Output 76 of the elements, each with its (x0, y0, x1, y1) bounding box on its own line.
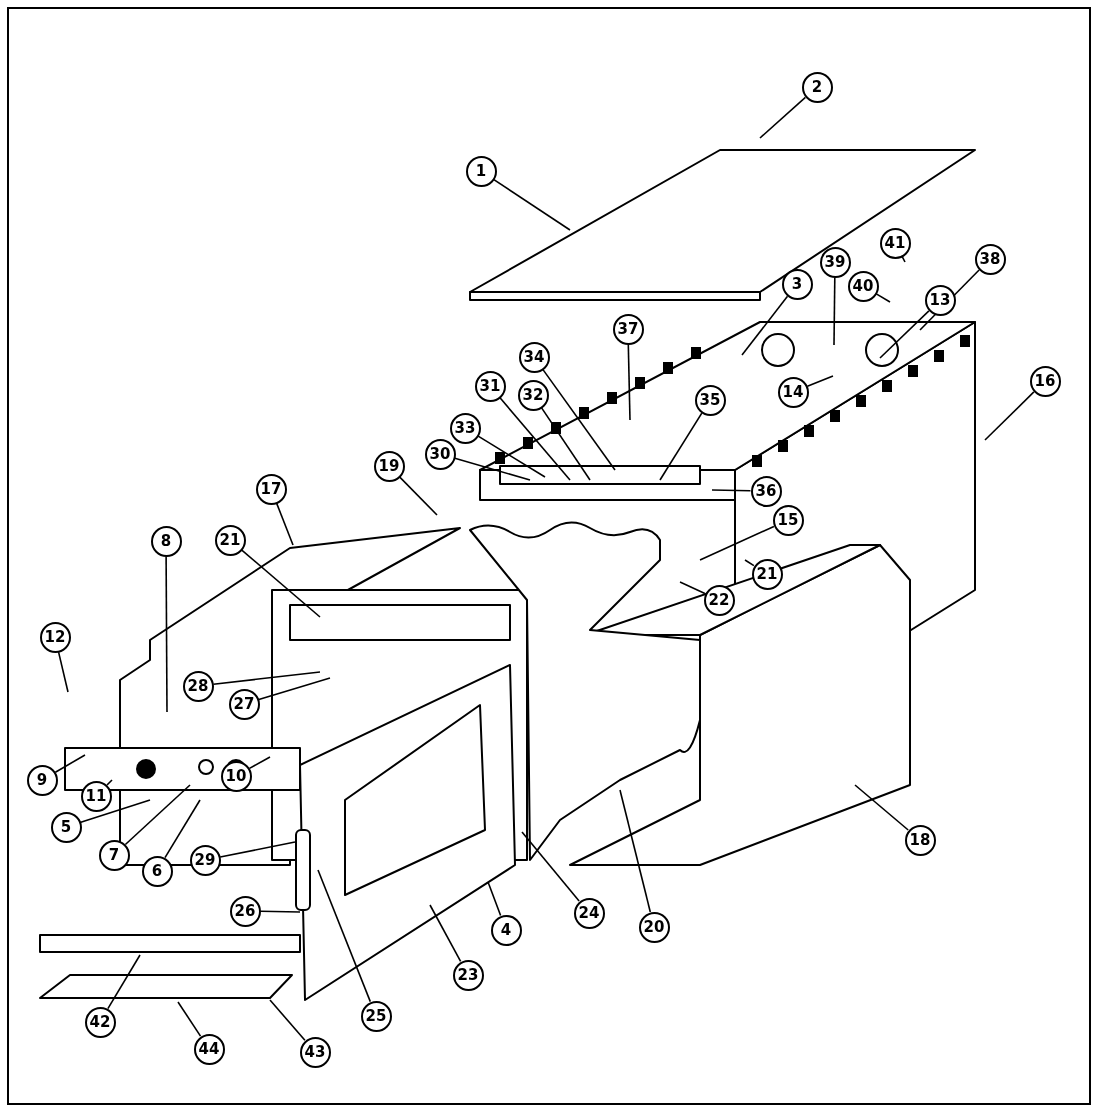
leader-line (759, 96, 807, 139)
leader-line (219, 841, 296, 858)
leader-line (429, 904, 462, 963)
callout-number: 2 (801, 71, 833, 103)
callout-number: 24 (573, 897, 605, 929)
leader-line (80, 799, 151, 824)
callout-number: 38 (974, 243, 1006, 275)
leader-line (57, 651, 69, 693)
leader-line (679, 581, 706, 595)
callout-number: 12 (39, 621, 71, 653)
leader-line (540, 407, 591, 481)
callout-number: 37 (612, 313, 644, 345)
leader-line (124, 784, 191, 846)
callout-number: 17 (255, 473, 287, 505)
callout-number: 18 (904, 824, 936, 856)
callout-number: 8 (150, 525, 182, 557)
leader-line (542, 368, 616, 471)
callout-number: 32 (517, 379, 549, 411)
callout-number: 9 (26, 764, 58, 796)
leader-line (879, 310, 930, 359)
callout-number: 16 (1029, 365, 1061, 397)
leader-line (487, 881, 502, 917)
callout-number: 41 (879, 227, 911, 259)
callout-number: 30 (424, 438, 456, 470)
leader-line (854, 784, 909, 831)
leader-line (659, 412, 703, 481)
leader-line (499, 397, 571, 481)
callout-number: 34 (518, 341, 550, 373)
callout-number: 7 (98, 839, 130, 871)
leader-line (477, 435, 546, 478)
leader-line (212, 671, 321, 685)
leader-line (248, 756, 271, 770)
callout-number: 21 (214, 524, 246, 556)
leader-line (833, 276, 836, 346)
leader-line (399, 476, 438, 516)
leader-line (164, 799, 201, 859)
leader-line (317, 869, 372, 1003)
callout-number: 3 (781, 268, 813, 300)
leader-line (259, 910, 301, 913)
leader-line (177, 1001, 202, 1037)
leader-line (275, 502, 294, 546)
leader-line (521, 831, 580, 902)
callout-number: 19 (373, 450, 405, 482)
leader-line (627, 343, 631, 421)
leader-line (806, 375, 834, 387)
callout-number: 40 (847, 270, 879, 302)
leader-line (241, 549, 321, 618)
callout-number: 25 (360, 1000, 392, 1032)
leader-line (454, 457, 531, 481)
callout-number: 20 (638, 911, 670, 943)
leader-line (741, 295, 789, 356)
callout-number: 42 (84, 1006, 116, 1038)
leader-line (699, 525, 775, 561)
leader-line (106, 779, 113, 786)
callout-number: 23 (452, 959, 484, 991)
callout-number: 26 (229, 895, 261, 927)
leader-line (875, 293, 891, 303)
leader-line (493, 178, 571, 231)
callout-number: 4 (490, 914, 522, 946)
leader-line (744, 559, 755, 567)
leader-line (54, 754, 86, 773)
leader-line (984, 391, 1035, 441)
callout-number: 1 (465, 155, 497, 187)
callout-number: 43 (299, 1036, 331, 1068)
callout-number: 44 (193, 1033, 225, 1065)
callout-number: 5 (50, 811, 82, 843)
leader-line (711, 489, 752, 492)
leader-line (619, 789, 652, 913)
leader-line (269, 999, 306, 1042)
callout-number: 33 (449, 412, 481, 444)
leader-line (107, 954, 141, 1010)
leader-line (258, 677, 331, 701)
callout-number: 31 (474, 370, 506, 402)
callout-number: 13 (924, 284, 956, 316)
leader-line (165, 555, 168, 713)
callout-number: 39 (819, 246, 851, 278)
